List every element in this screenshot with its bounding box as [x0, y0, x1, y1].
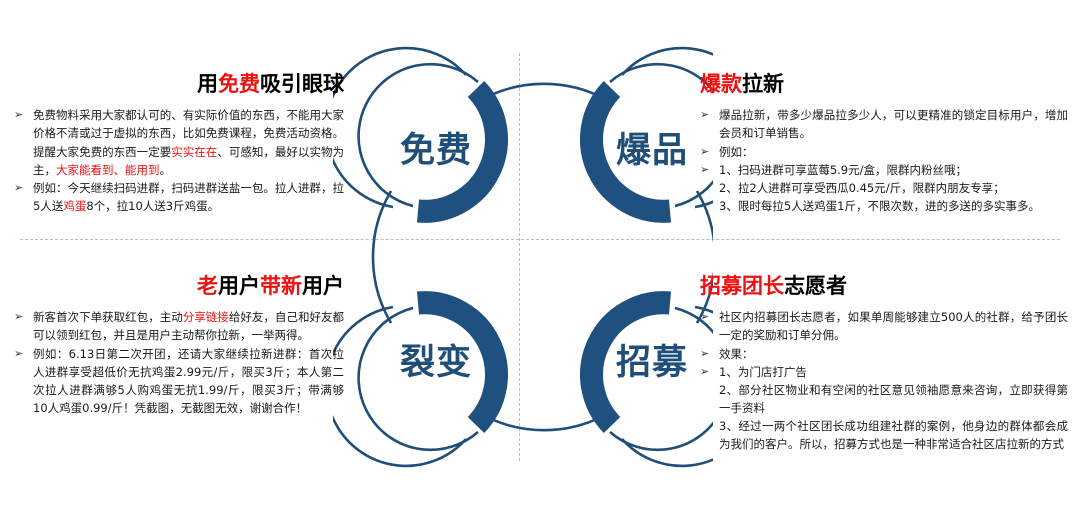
connector-arc-bottom	[482, 413, 606, 432]
node-label-free: 免费	[400, 131, 472, 171]
bullet-item: 新客首次下单获取红包，主动分享链接给好友，自己和好友都可以领到红包，并且是用户主…	[14, 308, 344, 344]
node-label-recruit: 招募	[616, 343, 688, 383]
bullet-item: 1、扫码进群可享蓝莓5.9元/盒，限群内粉丝哦；	[700, 161, 1068, 179]
four-circle-diagram: 免费 爆品 裂变 招募	[333, 31, 713, 483]
diagram-node-hot-item: 爆品	[580, 46, 713, 223]
highlight-run: 带新	[260, 274, 302, 298]
text-run: 2、拉2人进群可享受西瓜0.45元/斤，限群内朋友专享；	[719, 180, 1005, 195]
text-run: 例如：	[719, 144, 754, 159]
diagram-node-fission: 裂变	[333, 291, 508, 468]
node-outer-ring-recruit	[621, 305, 713, 468]
panel-bottom-right: 招募团长志愿者 社区内招募团长志愿者，如果单周能够建立500人的社群，给予团长一…	[700, 274, 1068, 453]
text-run: 3、经过一两个社区团长成功组建社群的案例，他身边的群体都会成为我们的客户。所以，…	[719, 419, 1068, 452]
text-run: 拉新	[742, 72, 784, 96]
bullet-item: 爆品拉新，带多少爆品拉多少人，可以更精准的锁定目标用户，增加会员和订单销售。	[700, 106, 1068, 142]
text-run: 8个，拉10人送3斤鸡蛋。	[86, 198, 220, 213]
bullet-item: 1、为门店打广告	[700, 363, 1068, 381]
panel-bullets-top-left: 免费物料采用大家都认可的、有实际价值的东西，不能用大家价格不清或过于虚拟的东西，…	[14, 106, 344, 215]
text-run: 社区内招募团长志愿者，如果单周能够建立500人的社群，给予团长一定的奖励和订单分…	[719, 310, 1068, 343]
diagram-node-free: 免费	[333, 46, 508, 223]
panel-title-top-right: 爆款拉新	[700, 72, 1068, 97]
horizontal-guide-line	[20, 239, 1060, 240]
text-run: 新客首次下单获取红包，主动	[33, 310, 183, 325]
vertical-guide-line	[519, 53, 520, 461]
highlight-run: 分享链接	[182, 310, 229, 325]
panel-title-bottom-right: 招募团长志愿者	[700, 274, 1068, 299]
panel-bullets-bottom-right: 社区内招募团长志愿者，如果单周能够建立500人的社群，给予团长一定的奖励和订单分…	[700, 308, 1068, 453]
connector-arc-top	[482, 82, 606, 101]
highlight-run: 鸡蛋	[63, 198, 87, 213]
bullet-item: 社区内招募团长志愿者，如果单周能够建立500人的社群，给予团长一定的奖励和订单分…	[700, 308, 1068, 344]
highlight-run: 招募团长	[700, 274, 784, 298]
panel-bullets-bottom-left: 新客首次下单获取红包，主动分享链接给好友，自己和好友都可以领到红包，并且是用户主…	[14, 308, 344, 417]
panel-title-top-left: 用免费吸引眼球	[14, 72, 344, 97]
node-accent-arc-hot-item	[580, 80, 672, 223]
node-inner-ring-hot-item	[609, 62, 713, 208]
panel-top-right: 爆款拉新 爆品拉新，带多少爆品拉多少人，可以更精准的锁定目标用户，增加会员和订单…	[700, 72, 1068, 215]
bullet-item: 效果：	[700, 345, 1068, 363]
bullet-item: 例如：6.13日第二次开团，还请大家继续拉新进群：首次拉人进群享受超低价无抗鸡蛋…	[14, 345, 344, 418]
node-inner-ring-fission	[357, 306, 479, 452]
text-run: 用户	[302, 274, 344, 298]
connector-arc-left	[371, 190, 393, 324]
text-run: 例如：6.13日第二次开团，还请大家继续拉新进群：首次拉人进群享受超低价无抗鸡蛋…	[33, 346, 344, 415]
node-accent-arc-recruit	[580, 291, 672, 434]
bullet-item: 例如：	[700, 143, 1068, 161]
node-inner-ring-free	[357, 62, 479, 208]
panel-bullets-top-right: 爆品拉新，带多少爆品拉多少人，可以更精准的锁定目标用户，增加会员和订单销售。例如…	[700, 106, 1068, 215]
bullet-item: 2、部分社区物业和有空闲的社区意见领袖愿意来咨询，立即获得第一手资料	[700, 381, 1068, 417]
bullet-item: 例如：今天继续扫码进群，扫码进群送盐一包。拉人进群，拉5人送鸡蛋8个，拉10人送…	[14, 179, 344, 215]
text-run: 爆品拉新，带多少爆品拉多少人，可以更精准的锁定目标用户，增加会员和订单销售。	[719, 108, 1068, 141]
node-outer-ring-hot-item	[621, 46, 713, 209]
text-run: 用户	[218, 274, 260, 298]
text-run: 免费物料采用大家都认可的、有实际价值的东西，不能用大家价格不清或过于虚拟的东西，…	[33, 108, 344, 159]
node-accent-arc-fission	[416, 291, 508, 434]
diagram-node-recruit: 招募	[580, 291, 713, 468]
text-run: 例如：今天继续扫码进群，扫码进群送盐一包。拉人进群，拉5人送	[33, 180, 344, 213]
highlight-run: 老	[197, 274, 218, 298]
node-accent-arc-free	[416, 80, 508, 223]
node-label-hot-item: 爆品	[616, 131, 688, 171]
text-run: 效果：	[719, 346, 754, 361]
highlight-run: 爆款	[700, 72, 742, 96]
text-run: 志愿者	[784, 274, 847, 298]
highlight-run: 实实在在	[171, 144, 218, 159]
panel-top-left: 用免费吸引眼球 免费物料采用大家都认可的、有实际价值的东西，不能用大家价格不清或…	[14, 72, 344, 215]
text-run: 1、为门店打广告	[719, 364, 807, 379]
bullet-item: 3、经过一两个社区团长成功组建社群的案例，他身边的群体都会成为我们的客户。所以，…	[700, 417, 1068, 453]
text-run: 用	[197, 72, 218, 96]
text-run: 、可感知，最好以实物为主，	[33, 144, 345, 177]
highlight-run: 免费	[218, 72, 260, 96]
node-outer-ring-fission	[333, 305, 467, 468]
panel-bottom-left: 老用户带新用户 新客首次下单获取红包，主动分享链接给好友，自己和好友都可以领到红…	[14, 274, 344, 417]
bullet-item: 3、限时每拉5人送鸡蛋1斤，不限次数，进的多送的多实事多。	[700, 197, 1068, 215]
text-run: 3、限时每拉5人送鸡蛋1斤，不限次数，进的多送的多实事多。	[719, 198, 1040, 213]
bullet-item: 免费物料采用大家都认可的、有实际价值的东西，不能用大家价格不清或过于虚拟的东西，…	[14, 106, 344, 179]
text-run: 。	[159, 162, 172, 177]
highlight-run: 大家能看到、能用到	[56, 162, 160, 177]
node-label-fission: 裂变	[400, 343, 472, 383]
text-run: 1、扫码进群可享蓝莓5.9元/盒，限群内粉丝哦；	[719, 162, 967, 177]
bullet-item: 2、拉2人进群可享受西瓜0.45元/斤，限群内朋友专享；	[700, 179, 1068, 197]
node-outer-ring-free	[333, 46, 467, 209]
text-run: 2、部分社区物业和有空闲的社区意见领袖愿意来咨询，立即获得第一手资料	[719, 382, 1068, 415]
text-run: 吸引眼球	[260, 72, 344, 96]
panel-title-bottom-left: 老用户带新用户	[14, 274, 344, 299]
text-run: 给好友，自己和好友都可以领到红包，并且是用户主动帮你拉新，一举两得。	[33, 310, 345, 343]
